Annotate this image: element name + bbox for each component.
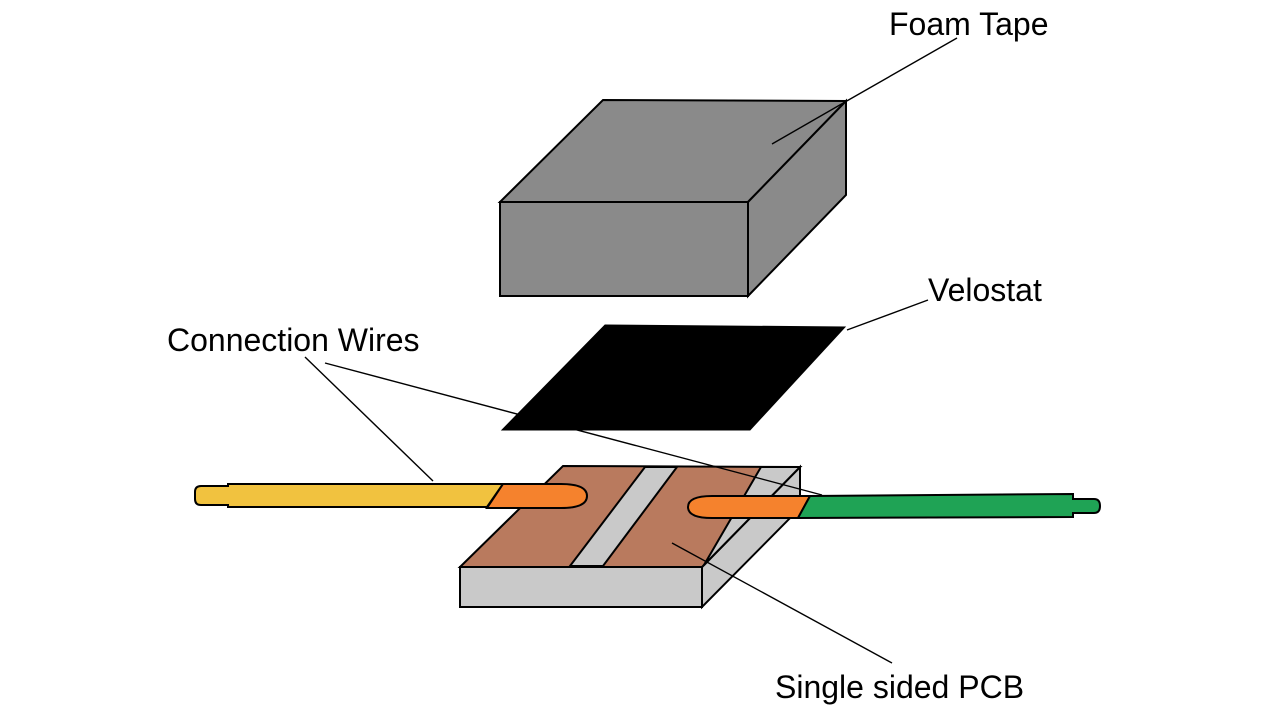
single-sided-pcb-label: Single sided PCB	[775, 669, 1025, 705]
connection-wires-leader-line-left	[304, 356, 434, 482]
left-wire-exposed-end	[485, 483, 589, 509]
connection-wires-label: Connection Wires	[167, 322, 420, 358]
left-connection-wire	[194, 483, 589, 509]
pcb-leader-line	[671, 542, 893, 664]
left-wire-yellow-insulation	[194, 483, 505, 508]
right-connection-wire	[686, 492, 1102, 520]
foam-tape-front-face	[499, 201, 749, 297]
velostat-label: Velostat	[928, 272, 1042, 308]
right-wire-exposed-end	[686, 495, 812, 519]
velostat-sheet	[500, 324, 847, 431]
pcb-front-face	[459, 566, 703, 608]
velostat-leader-line	[846, 299, 929, 331]
connection-wires-leader-line-right	[324, 362, 823, 496]
pcb-substrate-gap-stripe	[567, 466, 679, 567]
foam-tape-leader-line	[771, 37, 958, 145]
right-wire-green-insulation	[796, 492, 1102, 520]
foam-tape-block	[497, 98, 849, 299]
foam-tape-label: Foam Tape	[889, 6, 1049, 42]
